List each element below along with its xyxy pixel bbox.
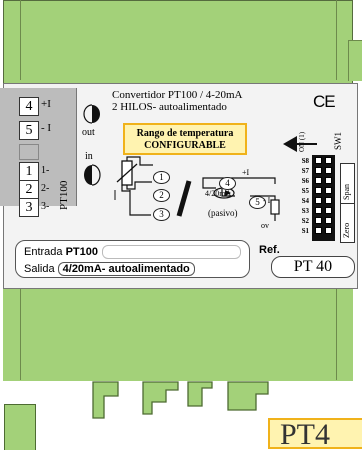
terminal-5-sig: - I	[41, 122, 52, 134]
switch-cell[interactable]	[315, 207, 322, 214]
input-prefix: Entrada	[24, 245, 66, 258]
switch-arrow-icon	[283, 136, 317, 157]
circle-2: 2	[153, 189, 170, 202]
switch-cell[interactable]	[325, 177, 332, 184]
switch-cell[interactable]	[325, 217, 332, 224]
wiring-diagram	[114, 156, 280, 221]
terminal-3: 3	[19, 198, 39, 217]
config-line-2: CONFIGURABLE	[144, 140, 226, 151]
pt100-vertical-label: PT100	[58, 180, 70, 210]
switch-cells	[314, 157, 334, 234]
output-prefix: Salida	[24, 263, 58, 275]
minus-i-label: - I	[263, 196, 271, 205]
switch-cell[interactable]	[315, 217, 322, 224]
ov-label: ov	[261, 221, 269, 230]
switch-label-s5: S5	[301, 187, 309, 195]
switch-cell[interactable]	[315, 167, 322, 174]
terminal-2: 2	[19, 180, 39, 199]
switch-label-s6: S6	[301, 177, 309, 185]
passive-label: (pasivo)	[208, 208, 238, 218]
config-box: Rango de temperatura CONFIGURABLE	[123, 123, 247, 155]
housing-top	[3, 0, 353, 88]
terminal-3-sig: 3-	[41, 201, 50, 212]
circle-3: 3	[153, 208, 170, 221]
terminal-2-sig: 2-	[41, 183, 50, 194]
in-connector-icon	[82, 163, 102, 192]
terminal-1-sig: 1-	[41, 165, 50, 176]
circle-1: 1	[153, 171, 170, 184]
switch-cell[interactable]	[325, 207, 332, 214]
housing-slot-right	[336, 0, 337, 80]
switch-cell[interactable]	[315, 197, 322, 204]
switch-label-s7: S7	[301, 167, 309, 175]
terminal-4: 4	[19, 97, 39, 116]
zero-span-divider	[340, 203, 354, 204]
switch-cell[interactable]	[325, 167, 332, 174]
config-line-1: Rango de temperatura	[136, 128, 234, 139]
title-line-2: 2 HILOS- autoalimentado	[112, 101, 227, 113]
switch-cell[interactable]	[315, 157, 322, 164]
terminal-5: 5	[19, 121, 39, 140]
terminal-1: 1	[19, 162, 39, 181]
switch-cell[interactable]	[325, 157, 332, 164]
title-line-1: Convertidor PT100 / 4-20mA	[112, 89, 243, 101]
bottom-tag: PT4	[268, 418, 362, 449]
switch-cell[interactable]	[315, 187, 322, 194]
plus-i-label: +I	[242, 168, 250, 177]
out-connector-icon	[82, 103, 102, 130]
housing-bottom	[3, 284, 353, 381]
switch-title: SW1	[333, 132, 343, 150]
bottom-left-piece	[4, 404, 36, 450]
switch-cell[interactable]	[315, 177, 322, 184]
switch-label-s8: S8	[301, 157, 309, 165]
switch-cell[interactable]	[325, 197, 332, 204]
din-clip	[92, 381, 269, 419]
terminal-4-sig: +I	[41, 98, 51, 110]
switch-cell[interactable]	[315, 227, 322, 234]
housing-top-outline	[3, 0, 353, 88]
current-label: 4/20mA	[205, 189, 232, 198]
switch-label-s1: S1	[301, 227, 309, 235]
info-box: Entrada PT100 Salida 4/20mA- autoaliment…	[15, 240, 250, 278]
input-field-outline	[102, 244, 241, 259]
ref-label: Ref.	[259, 244, 280, 256]
input-value: PT100	[65, 245, 99, 258]
ce-mark-icon: CE	[313, 92, 336, 111]
switch-label-s4: S4	[301, 197, 309, 205]
span-label: Span	[342, 184, 351, 200]
housing-bottom-slot-left	[20, 284, 21, 380]
housing-bottom-slot-right	[336, 284, 337, 380]
circle-4: 4	[219, 177, 236, 190]
switch-labels: S8 S7 S6 S5 S4 S3 S2 S1	[295, 156, 311, 236]
output-value: 4/20mA- autoalimentado	[57, 262, 195, 276]
switch-cell[interactable]	[325, 227, 332, 234]
switch-label-s3: S3	[301, 207, 309, 215]
in-label: in	[85, 151, 93, 162]
terminal-blank	[19, 144, 39, 160]
switch-label-s2: S2	[301, 217, 309, 225]
switch-cell[interactable]	[325, 187, 332, 194]
ref-value: PT 40	[271, 256, 355, 278]
zero-label: Zero	[342, 222, 351, 238]
housing-slot-left	[20, 0, 21, 80]
housing-notch-right	[348, 40, 362, 81]
out-label: out	[82, 127, 95, 138]
circle-5: 5	[249, 196, 266, 209]
